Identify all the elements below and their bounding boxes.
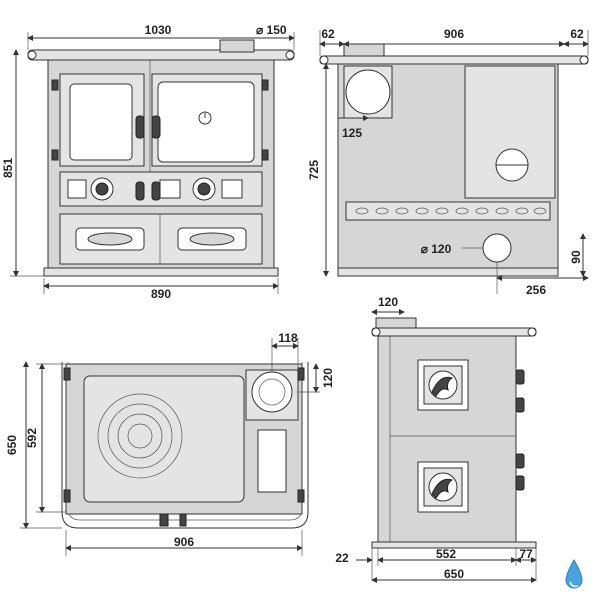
back-height: 725 <box>307 160 321 180</box>
flame-logo-icon <box>431 478 454 499</box>
front-view <box>27 39 295 277</box>
top-depth-inner: 592 <box>25 428 39 448</box>
side-front-margin: 22 <box>335 551 349 565</box>
back-dimensions: 62 906 62 725 125 ⌀ 120 90 256 <box>307 27 589 297</box>
top-dimensions: 118 120 650 592 906 <box>5 331 335 556</box>
front-body-width: 890 <box>151 287 171 301</box>
back-flue-offset: 125 <box>342 126 362 140</box>
water-drop-logo-icon <box>565 558 583 589</box>
side-flue-offset: 120 <box>378 295 398 309</box>
side-view <box>371 317 537 549</box>
top-width: 906 <box>174 535 194 549</box>
back-view <box>319 43 589 277</box>
front-flue-diameter: ⌀ 150 <box>256 23 287 37</box>
back-width: 906 <box>444 27 464 41</box>
back-inlet-height: 90 <box>569 250 583 264</box>
back-inlet-offset: 256 <box>526 283 546 297</box>
side-total-depth: 650 <box>444 567 464 581</box>
side-rear-margin: 77 <box>519 547 533 561</box>
back-right-margin: 62 <box>570 27 584 41</box>
front-dimensions: 1030 ⌀ 150 851 890 <box>1 23 295 301</box>
top-view <box>61 362 309 529</box>
flame-logo-icon <box>431 376 454 397</box>
back-left-margin: 62 <box>321 27 335 41</box>
top-depth-outer: 650 <box>5 435 19 455</box>
front-height: 851 <box>1 158 15 178</box>
top-flue-offset-y: 120 <box>321 368 335 388</box>
side-dimensions: 120 22 552 77 650 <box>335 295 537 583</box>
back-inlet-diameter: ⌀ 120 <box>421 242 452 256</box>
side-body-depth: 552 <box>436 547 456 561</box>
front-overall-width: 1030 <box>145 23 172 37</box>
top-flue-offset-x: 118 <box>278 331 298 345</box>
